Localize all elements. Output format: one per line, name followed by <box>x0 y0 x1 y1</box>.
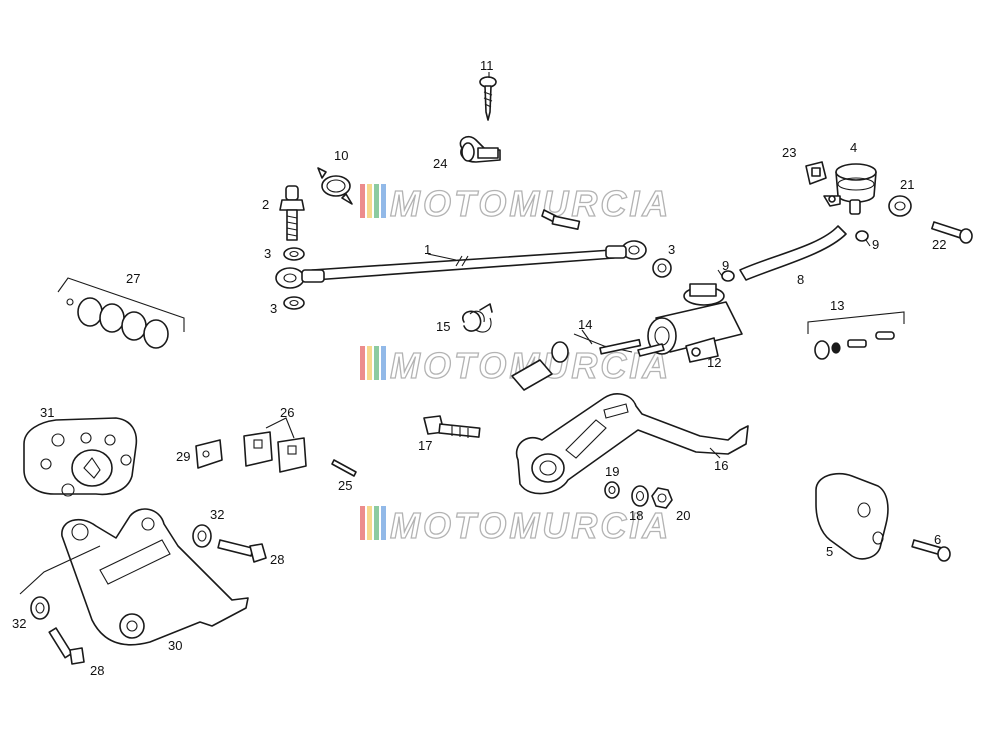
part-28-bolt-lower <box>48 627 85 665</box>
callout-6: 6 <box>934 532 941 547</box>
callout-24: 24 <box>433 156 447 171</box>
callout-17: 17 <box>418 438 432 453</box>
part-26-brake-pads <box>243 417 307 473</box>
callout-2: 2 <box>262 197 269 212</box>
callout-3: 3 <box>270 301 277 316</box>
callout-32: 32 <box>12 616 26 631</box>
callout-15: 15 <box>436 319 450 334</box>
part-1-brake-hose <box>275 240 647 289</box>
watermark-bottom: MOTOMURCIA <box>360 504 671 547</box>
callout-16: 16 <box>714 458 728 473</box>
part-20-nut <box>651 487 673 509</box>
part-32-washer-upper <box>192 524 212 548</box>
callout-labels: 1 2 3 3 3 4 5 6 8 9 9 10 11 12 13 14 15 … <box>12 58 946 678</box>
part-3-washer-bottom <box>283 296 305 310</box>
callout-8: 8 <box>797 272 804 287</box>
part-3-washer-right <box>652 258 672 278</box>
callout-23: 23 <box>782 145 796 160</box>
part-9-hose-clip-right <box>855 230 871 247</box>
callout-22: 22 <box>932 237 946 252</box>
part-5-cover <box>815 472 889 560</box>
part-8-reservoir-hose <box>739 225 847 281</box>
part-2-bleed-screw <box>279 185 305 241</box>
callout-3: 3 <box>264 246 271 261</box>
part-30-caliper-bracket <box>19 508 249 646</box>
part-18-bolt-upper <box>541 209 581 231</box>
callout-3: 3 <box>668 242 675 257</box>
part-18-washer <box>631 485 649 507</box>
part-29-pad-clip <box>195 439 223 469</box>
callout-21: 21 <box>900 177 914 192</box>
callout-19: 19 <box>605 464 619 479</box>
callout-11: 11 <box>480 58 494 73</box>
callout-27: 27 <box>126 271 140 286</box>
callout-12: 12 <box>707 355 721 370</box>
part-25-pin <box>331 459 357 477</box>
part-19-washer <box>604 481 620 499</box>
part-28-bolt-upper <box>217 539 267 563</box>
callout-29: 29 <box>176 449 190 464</box>
part-31-brake-caliper <box>23 417 138 497</box>
callout-14: 14 <box>578 317 592 332</box>
watermark-text: MOTOMURCIA <box>390 183 671 224</box>
callout-28: 28 <box>90 663 104 678</box>
part-9-hose-clip-left <box>717 269 735 282</box>
part-11-screw <box>479 76 497 121</box>
part-24-clamp <box>459 135 501 163</box>
part-12-master-cylinder <box>637 283 743 363</box>
callout-1: 1 <box>424 242 431 257</box>
watermark-top: MOTOMURCIA <box>360 182 671 225</box>
watermark-text: MOTOMURCIA <box>390 505 671 546</box>
part-14-pushrod-assembly <box>511 333 642 391</box>
callout-31: 31 <box>40 405 54 420</box>
callout-28: 28 <box>270 552 284 567</box>
callout-30: 30 <box>168 638 182 653</box>
part-27-seal-kit <box>57 277 185 349</box>
callout-18: 18 <box>629 508 643 523</box>
part-10-hose-clip <box>317 167 353 205</box>
part-21-washer <box>888 195 912 217</box>
part-15-return-spring <box>462 303 493 333</box>
callout-5: 5 <box>826 544 833 559</box>
part-22-screw <box>931 221 973 244</box>
part-3-washer-top <box>283 247 305 261</box>
part-23-bracket-nut <box>805 161 827 185</box>
callout-13: 13 <box>830 298 844 313</box>
callout-32: 32 <box>210 507 224 522</box>
callout-10: 10 <box>334 148 348 163</box>
part-4-fluid-reservoir <box>823 163 877 215</box>
callout-9: 9 <box>722 258 729 273</box>
part-6-screw <box>911 539 951 562</box>
callout-26: 26 <box>280 405 294 420</box>
callout-9: 9 <box>872 237 879 252</box>
part-32-washer-lower <box>30 596 50 620</box>
callout-4: 4 <box>850 140 857 155</box>
part-13-pin-assembly <box>807 311 905 360</box>
part-17-pivot-bolt <box>423 415 481 438</box>
part-16-brake-pedal <box>515 393 749 495</box>
callout-20: 20 <box>676 508 690 523</box>
callout-25: 25 <box>338 478 352 493</box>
leader-lines <box>427 72 721 459</box>
